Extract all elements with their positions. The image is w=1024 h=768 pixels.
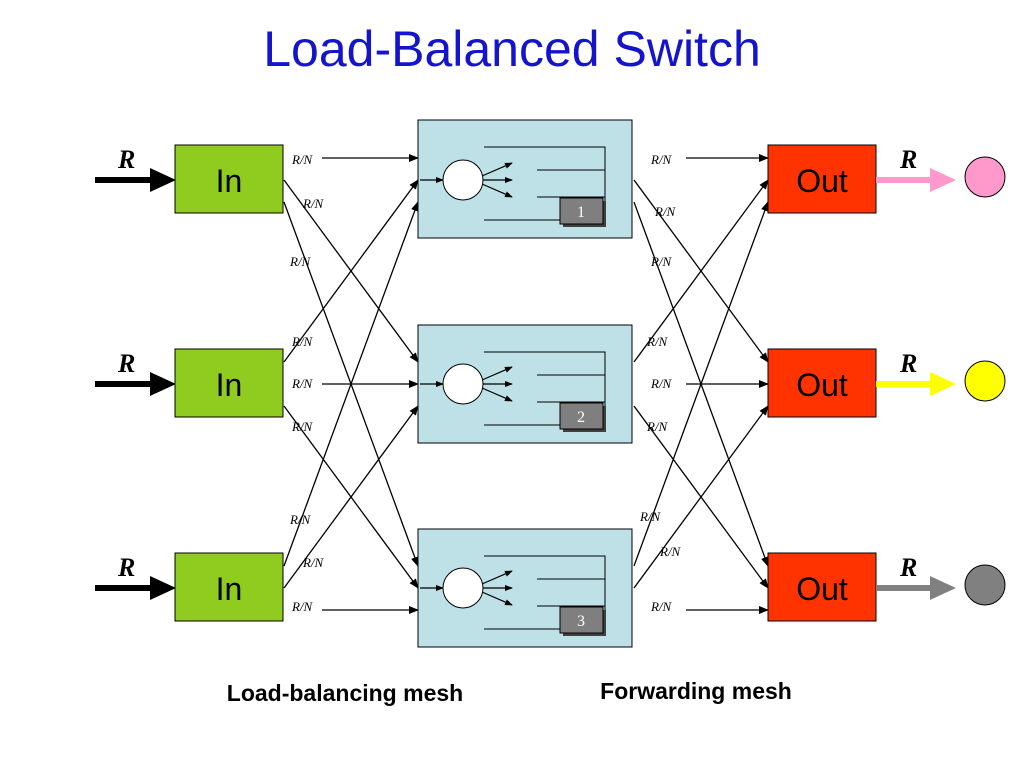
link-rate-label: R/N (646, 419, 669, 434)
demux-arrow (481, 366, 513, 381)
link-rate-label: R/N (291, 419, 314, 434)
fw-link (633, 405, 769, 589)
demux-circle (442, 159, 484, 201)
output-port-label: Out (796, 367, 848, 403)
link-rate-label: R/N (650, 254, 673, 269)
output-rate-label: R (899, 553, 917, 582)
stage-number-label: 1 (577, 204, 585, 221)
output-port-box (767, 552, 877, 622)
stage-number-box (559, 197, 604, 225)
link-rate-label: R/N (650, 599, 673, 614)
link-rate-label: R/N (291, 334, 314, 349)
fw-link (633, 201, 769, 567)
link-rate-label: R/N (650, 152, 673, 167)
input-arrow-head (150, 372, 176, 396)
lb-link (283, 179, 419, 363)
load-balancing-mesh-caption: Load-balancing mesh (226, 680, 464, 706)
demux-arrow (481, 183, 513, 198)
demux-circle (442, 363, 484, 405)
input-port-box (174, 144, 284, 214)
output-rate-label: R (899, 349, 917, 378)
switch-boxes (95, 119, 1006, 648)
slide-title: Load-Balanced Switch (263, 21, 761, 77)
output-port-label: Out (796, 163, 848, 199)
demux-arrow (481, 162, 513, 177)
input-rate-label: R (117, 349, 135, 378)
link-rate-label: R/N (302, 196, 325, 211)
link-rate-label: R/N (650, 376, 673, 391)
output-rate-label: R (899, 145, 917, 174)
input-rate-label: R (117, 145, 135, 174)
voq-queues (484, 146, 606, 221)
input-rate-label: R (117, 553, 135, 582)
rate-labels: RInRInRIn123OutROutROutRR/NR/NR/NR/NR/NR… (117, 145, 917, 630)
voq-queues (484, 555, 606, 630)
link-rate-label: R/N (291, 152, 314, 167)
stage-number-label: 3 (577, 613, 585, 630)
output-arrow-head (930, 576, 956, 600)
input-port-label: In (216, 367, 243, 403)
output-destination-dot (964, 360, 1006, 402)
link-rate-label: R/N (291, 599, 314, 614)
output-destination-dot (964, 564, 1006, 606)
stage-number-label: 2 (577, 409, 585, 426)
fw-link (633, 179, 769, 363)
output-arrow-head (930, 168, 956, 192)
input-port-label: In (216, 163, 243, 199)
queue-outline (484, 555, 606, 630)
demux-arrow (481, 387, 513, 402)
output-port-label: Out (796, 571, 848, 607)
output-arrow-head (930, 372, 956, 396)
stage-number-box (559, 402, 604, 430)
demux-circle (442, 567, 484, 609)
output-destination-dot (964, 156, 1006, 198)
input-port-box (174, 552, 284, 622)
input-arrow-head (150, 168, 176, 192)
input-port-box (174, 348, 284, 418)
voq-queues (484, 351, 606, 426)
link-rate-label: R/N (289, 254, 312, 269)
link-rate-label: R/N (639, 509, 662, 524)
link-rate-label: R/N (654, 204, 677, 219)
input-port-label: In (216, 571, 243, 607)
link-rate-label: R/N (289, 512, 312, 527)
lb-link (283, 201, 419, 567)
forwarding-mesh-caption: Forwarding mesh (600, 678, 792, 704)
link-rate-label: R/N (659, 544, 682, 559)
demux-arrow (481, 591, 513, 606)
lb-link (283, 405, 419, 589)
input-arrow-head (150, 576, 176, 600)
link-rate-label: R/N (291, 376, 314, 391)
output-port-box (767, 348, 877, 418)
output-port-box (767, 144, 877, 214)
queue-outline (484, 351, 606, 426)
link-rate-label: R/N (302, 555, 325, 570)
stage-number-box (559, 606, 604, 634)
link-rate-label: R/N (646, 334, 669, 349)
queue-outline (484, 146, 606, 221)
demux-arrow (481, 570, 513, 585)
mesh-links (283, 154, 769, 614)
